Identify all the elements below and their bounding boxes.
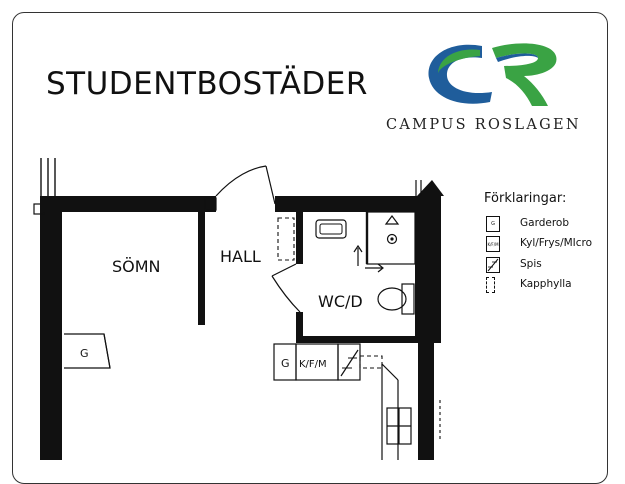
poster-frame	[12, 12, 608, 484]
room-label-hall: HALL	[220, 247, 261, 266]
wardrobe-main-label: G	[80, 347, 89, 360]
wardrobe-symbol-icon: G	[486, 216, 500, 232]
wall-right-bath	[415, 196, 441, 342]
partition-sleep-hall	[198, 212, 205, 325]
page-title: STUDENTBOSTÄDER	[46, 66, 368, 102]
wash-basin-bowl	[319, 223, 343, 235]
floor-drain-icon	[386, 233, 398, 245]
entrance-door-leaf	[265, 165, 276, 205]
logo-r-stroke	[496, 53, 538, 62]
stove-symbol-icon	[486, 257, 500, 273]
logo-c-highlight	[438, 49, 480, 74]
toilet-tank	[401, 283, 415, 315]
toilet-bowl	[377, 287, 407, 311]
floor-plan: SÖMN HALL WC/D G G K/F/M	[33, 158, 444, 460]
legend-label: Kyl/Frys/MIcro	[520, 237, 593, 249]
coat-rack	[277, 217, 295, 261]
bath-door-leaf	[271, 263, 297, 277]
room-label-wc: WC/D	[318, 292, 363, 311]
room-label-sleep: SÖMN	[112, 257, 161, 276]
wall-bath-left-lower	[296, 312, 303, 342]
legend-item-coat-rack: Kapphylla	[486, 277, 572, 293]
wall-bath-left	[296, 212, 303, 264]
legend-title: Förklaringar:	[484, 191, 567, 206]
wash-basin	[315, 219, 347, 239]
wall-left	[40, 208, 62, 460]
wall-top-bath	[275, 196, 423, 212]
arrow-icon	[377, 263, 384, 273]
wall-top-sleep-end	[204, 197, 217, 211]
arrow-icon	[353, 244, 363, 253]
legend-label: Spis	[520, 258, 542, 270]
legend-item-fridge: K/F/M Kyl/Frys/MIcro	[486, 236, 592, 252]
logo-r-swoosh	[492, 43, 557, 106]
wall-top-sleep	[40, 196, 216, 212]
wall-kitchen-right	[418, 342, 434, 460]
entrance-door-swing	[215, 165, 267, 197]
fridge-symbol-icon: K/F/M	[486, 236, 500, 252]
campus-roslagen-logo	[428, 43, 557, 106]
brand-name: CAMPUS ROSLAGEN	[386, 117, 581, 133]
stove	[337, 343, 361, 381]
stove-mark	[340, 349, 359, 377]
wardrobe-kitchen-label: G	[281, 357, 290, 370]
legend-item-stove: Spis	[486, 257, 542, 273]
legend-label: Kapphylla	[520, 278, 572, 290]
wall-kitchen-line	[381, 363, 399, 381]
fridge-label: K/F/M	[299, 359, 327, 370]
shaft	[417, 180, 444, 196]
legend-item-wardrobe: G Garderob	[486, 216, 569, 232]
wall-bath-bottom	[296, 336, 441, 343]
stove-symbol-glyph	[487, 258, 499, 272]
shower-head-icon	[384, 215, 400, 225]
wardrobe-main-door	[103, 333, 111, 369]
counter	[359, 355, 383, 369]
legend-label: Garderob	[520, 217, 570, 229]
bath-door-swing	[271, 275, 301, 313]
coat-rack-symbol-icon	[486, 277, 495, 293]
floor-drain-icon	[390, 237, 394, 241]
